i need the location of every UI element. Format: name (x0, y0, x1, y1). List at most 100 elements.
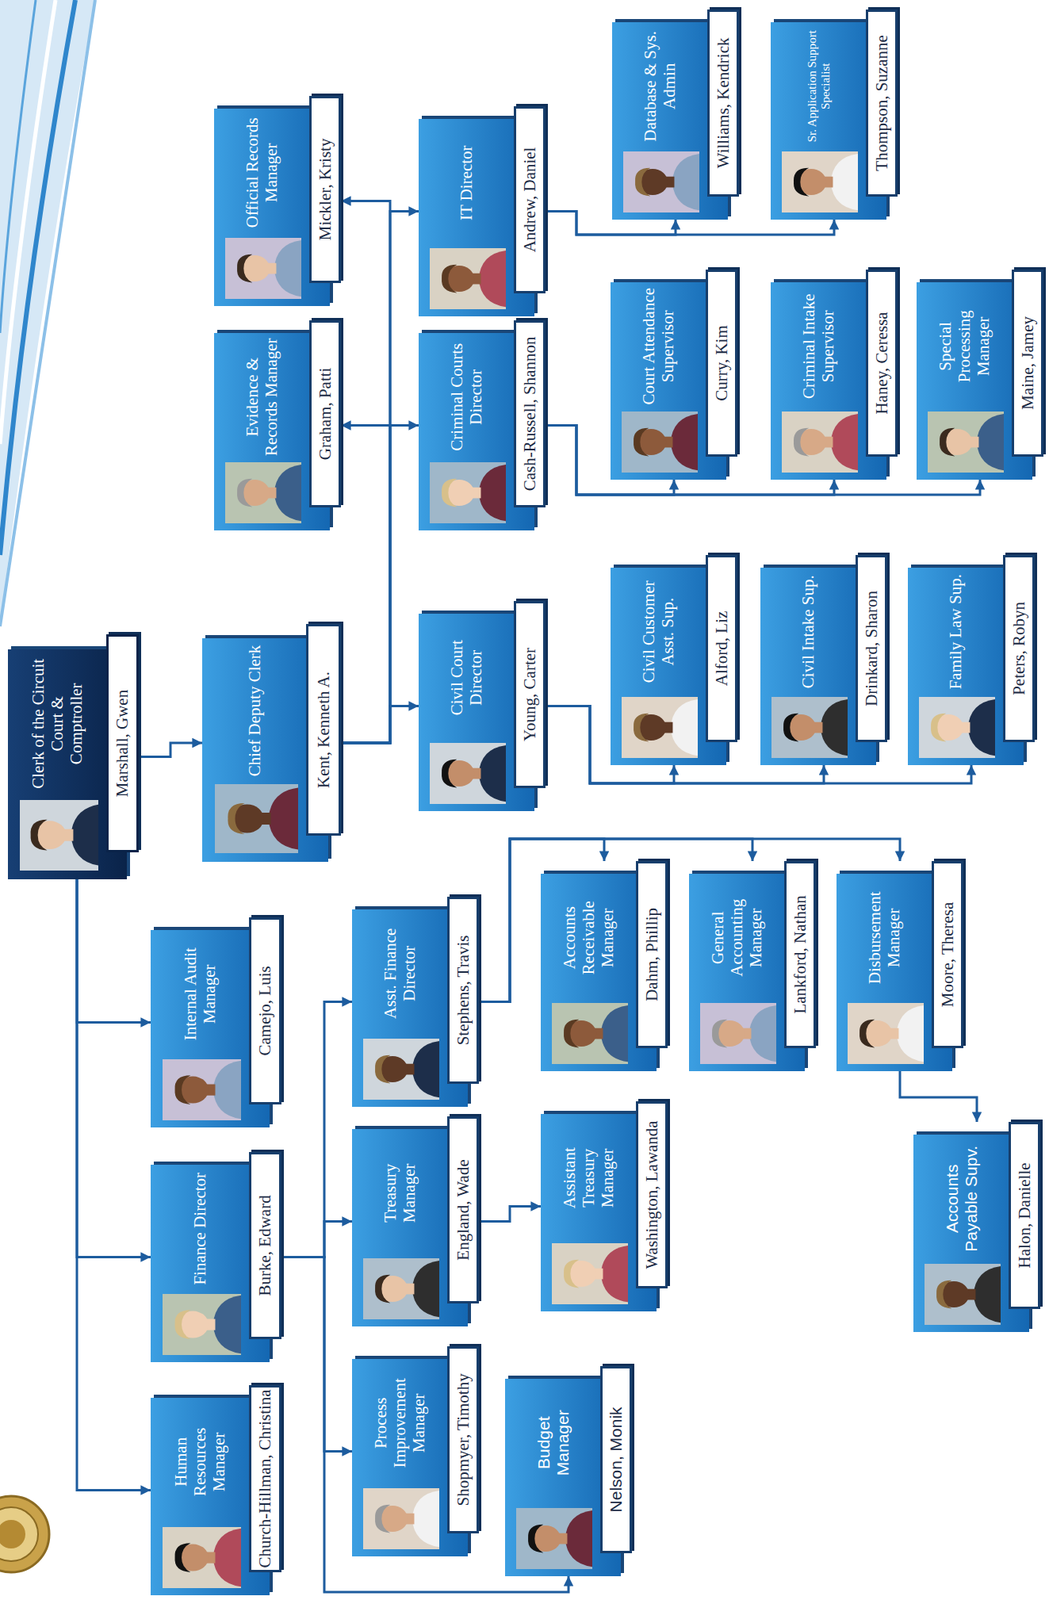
photo-frame (781, 411, 858, 473)
org-box: Accounts Receivable ManagerDahm, Phillip (540, 861, 668, 1072)
photo-ground (621, 411, 698, 473)
person-name: Halon, Danielle (1008, 1121, 1041, 1310)
photo-ground (429, 248, 506, 310)
portrait-photo (551, 1243, 628, 1305)
person-name: Nelson, Monik (600, 1366, 632, 1554)
swoosh-line (0, 0, 76, 556)
photo-frame (700, 1003, 777, 1065)
photo-frame (516, 1508, 593, 1570)
person-name: Maine, Jamey (1011, 269, 1044, 457)
connector-arrow (138, 742, 203, 758)
connector-arrow (281, 1002, 353, 1258)
portrait-photo (621, 411, 698, 473)
person-name: Graham, Patti (309, 320, 341, 508)
photo-ground (214, 784, 299, 854)
job-title: Accounts Receivable Manager (544, 877, 634, 998)
photo-hair (441, 478, 457, 507)
photo-hair (936, 1279, 952, 1309)
seal-emblem (0, 1519, 26, 1549)
person-name: Haney, Ceressa (865, 269, 898, 457)
org-box: Chief Deputy ClerkKent, Kenneth A. (202, 624, 341, 862)
photo-hair (375, 1054, 391, 1084)
portrait-photo (162, 1059, 242, 1121)
photo-ground (162, 1059, 242, 1121)
org-box: Court Attendance SupervisorCurry, Kim (610, 269, 738, 480)
job-title: Process Improvement Manager (356, 1362, 445, 1483)
photo-ground (918, 696, 996, 759)
photo-shoulders (830, 153, 858, 211)
job-title: Family Law Sup. (911, 571, 1001, 692)
connector-arrow (899, 1071, 977, 1122)
person-name: Church-Hillman, Christina (248, 1385, 282, 1573)
photo-frame (771, 696, 848, 759)
photo-ground (621, 696, 698, 759)
photo-hair (783, 712, 799, 742)
photo-shoulders (274, 240, 302, 297)
person-name: Andrew, Daniel (513, 106, 546, 294)
connector-arrow (76, 879, 151, 1258)
photo-shoulders (478, 250, 506, 307)
portrait-photo (19, 800, 99, 872)
portrait-photo (162, 1527, 242, 1589)
org-box: Sr. Application Support SpecialistThomps… (770, 9, 898, 220)
photo-shoulders (274, 464, 302, 521)
photo-frame (162, 1294, 242, 1356)
photo-ground (700, 1003, 777, 1065)
connector-arrow (340, 211, 419, 744)
person-name: Shopmyer, Timothy (447, 1346, 479, 1534)
connector-arrow (478, 1206, 541, 1222)
person-name: Moore, Theresa (931, 861, 964, 1049)
photo-ground (363, 1488, 440, 1550)
photo-ground (162, 1527, 242, 1589)
photo-hair (859, 1018, 875, 1048)
photo-ground (924, 1263, 1001, 1325)
swoosh-band (0, 0, 96, 627)
swoosh-line (0, 0, 36, 334)
seal-emblem (0, 1496, 50, 1573)
org-box: Assistant Treasury ManagerWashington, La… (540, 1101, 668, 1312)
photo-ground (225, 237, 302, 299)
org-box: Internal Audit ManagerCamejo, Luis (150, 917, 282, 1128)
person-name: Drinkard, Sharon (855, 555, 888, 743)
photo-shoulders (672, 153, 700, 211)
photo-frame (162, 1059, 242, 1121)
person-name: Dahm, Phillip (635, 861, 668, 1049)
portrait-photo (429, 742, 506, 804)
job-title: Disbursement Manager (840, 877, 930, 998)
photo-shoulders (412, 1490, 440, 1547)
photo-ground (429, 462, 506, 524)
job-title: General Accounting Manager (692, 877, 782, 998)
photo-frame (429, 742, 506, 804)
seal-emblem (0, 1507, 39, 1562)
photo-hair (174, 1309, 191, 1340)
person-name: Young, Carter (513, 601, 546, 789)
portrait-photo (924, 1263, 1001, 1325)
person-name: Stephens, Travis (447, 896, 479, 1084)
person-name: Thompson, Suzanne (865, 9, 898, 197)
portrait-photo (847, 1003, 924, 1065)
job-title: Special Processing Manager (920, 286, 1010, 406)
connector-arrow (340, 706, 419, 744)
person-name: Curry, Kim (705, 269, 738, 457)
photo-ground (363, 1038, 440, 1100)
portrait-photo (918, 696, 996, 759)
photo-frame (918, 696, 996, 759)
photo-hair (633, 427, 649, 456)
photo-frame (225, 462, 302, 524)
photo-hair (237, 253, 253, 283)
portrait-photo (214, 784, 299, 854)
photo-frame (19, 800, 99, 872)
photo-frame (847, 1003, 924, 1065)
photo-shoulders (973, 1266, 1001, 1323)
portrait-photo (516, 1508, 593, 1570)
portrait-photo (429, 462, 506, 524)
photo-shoulders (749, 1005, 777, 1062)
photo-shoulders (412, 1260, 440, 1317)
photo-frame (621, 411, 698, 473)
org-box: Budget ManagerNelson, Monik (505, 1366, 632, 1577)
swoosh-line (0, 0, 56, 445)
job-title: Budget Manager (509, 1382, 598, 1503)
photo-ground (551, 1003, 628, 1065)
photo-shoulders (212, 1295, 241, 1355)
